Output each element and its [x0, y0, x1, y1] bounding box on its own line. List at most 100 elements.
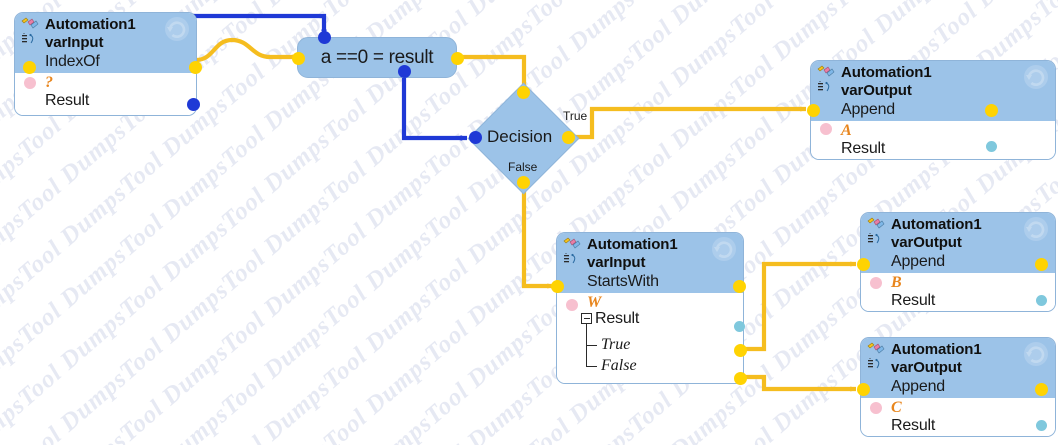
tools-icon [563, 237, 581, 249]
node-header: Automation1 varOutput Append [861, 213, 1055, 273]
list-icon [868, 358, 880, 369]
port-result-out[interactable] [986, 141, 997, 152]
wire-decision-true-to-output-a [573, 106, 807, 140]
wire-expression-to-decision-top [456, 54, 527, 91]
node-variable-letter: W [587, 294, 602, 311]
port-result-out[interactable] [187, 98, 200, 111]
port-operation-in[interactable] [807, 104, 820, 117]
port-result-out[interactable] [734, 321, 745, 332]
port-variable[interactable] [820, 123, 832, 135]
tools-icon [867, 217, 885, 229]
node-var-output-b[interactable]: Automation1 varOutput Append B Result [857, 212, 1056, 312]
port-variable[interactable] [566, 299, 578, 311]
port-result-false-out[interactable] [734, 372, 747, 385]
node-result-label: Result [891, 417, 936, 434]
node-subtitle: varOutput [841, 82, 912, 99]
refresh-icon [1024, 342, 1048, 366]
node-header: Automation1 varOutput Append [811, 61, 1055, 121]
node-variable-letter: B [891, 274, 902, 291]
node-variable-letter: A [841, 122, 852, 139]
node-var-output-c[interactable]: Automation1 varOutput Append C Result [857, 337, 1056, 437]
node-expression[interactable]: a ==0 = result [292, 31, 464, 78]
list-icon [22, 33, 34, 44]
node-operation: Append [891, 253, 945, 270]
node-operation: IndexOf [45, 53, 100, 70]
tree-child-true: True [601, 336, 631, 353]
expression-text: a ==0 = result [320, 46, 434, 68]
node-result-label: Result [841, 140, 886, 157]
node-title: Automation1 [891, 341, 982, 358]
port-decision-top[interactable] [517, 86, 530, 99]
port-expression-flow-in[interactable] [292, 52, 305, 65]
port-operation-in[interactable] [551, 280, 564, 293]
node-header: Automation1 varInput StartsWith [557, 233, 743, 293]
list-icon [564, 253, 576, 264]
wire-startswith-false-to-output-c [740, 374, 857, 392]
wire-expression-to-decision [401, 71, 468, 141]
node-subtitle: varInput [45, 34, 104, 51]
port-variable[interactable] [870, 402, 882, 414]
decision-label: Decision [487, 127, 553, 146]
node-subtitle: varOutput [891, 234, 962, 251]
list-icon [818, 81, 830, 92]
port-operation-out[interactable] [1035, 383, 1048, 396]
port-expression-out-bottom[interactable] [398, 65, 411, 78]
port-operation-out[interactable] [985, 104, 998, 117]
port-decision-false-out[interactable] [517, 176, 530, 189]
port-decision-true-out[interactable] [562, 131, 575, 144]
node-result-label: Result [891, 292, 936, 309]
port-operation-in[interactable] [23, 61, 36, 74]
refresh-icon [712, 237, 736, 261]
port-expression-in-top[interactable] [318, 31, 331, 44]
node-title: Automation1 [587, 236, 678, 253]
node-body: C Result [861, 398, 1055, 436]
tools-icon [21, 17, 39, 29]
port-variable[interactable] [870, 277, 882, 289]
port-decision-in[interactable] [469, 131, 482, 144]
tree-child-false: False [601, 357, 637, 374]
port-operation-in[interactable] [857, 383, 870, 396]
port-result-true-out[interactable] [734, 344, 747, 357]
refresh-icon [1024, 65, 1048, 89]
node-var-input-startswith[interactable]: Automation1 varInput StartsWith W Result… [551, 232, 747, 385]
decision-false-label: False [508, 160, 538, 174]
node-title: Automation1 [891, 216, 982, 233]
node-variable-letter: C [891, 399, 902, 416]
port-result-out[interactable] [1036, 420, 1047, 431]
node-title: Automation1 [841, 64, 932, 81]
node-variable-letter: ? [45, 74, 53, 91]
port-operation-out[interactable] [189, 61, 202, 74]
refresh-icon [165, 17, 189, 41]
port-variable[interactable] [24, 77, 36, 89]
port-operation-in[interactable] [857, 258, 870, 271]
wire-indexof-to-expression-flow [185, 37, 299, 63]
node-title: Automation1 [45, 16, 136, 33]
node-operation: Append [841, 101, 895, 118]
node-header: Automation1 varInput IndexOf [15, 13, 196, 73]
tools-icon [867, 342, 885, 354]
list-icon [868, 233, 880, 244]
node-result-label: Result [45, 92, 90, 109]
node-var-output-a[interactable]: Automation1 varOutput Append A Result [807, 60, 1056, 160]
node-subtitle: varOutput [891, 359, 962, 376]
port-result-out[interactable] [1036, 295, 1047, 306]
node-body: B Result [861, 273, 1055, 311]
node-operation: StartsWith [587, 273, 659, 290]
tools-icon [817, 65, 835, 77]
port-expression-flow-out[interactable] [451, 52, 464, 65]
refresh-icon [1024, 217, 1048, 241]
node-body: ? Result [15, 73, 196, 115]
tree-collapse-toggle[interactable] [581, 313, 592, 324]
wire-decision-false-to-startswith [521, 182, 554, 289]
port-operation-out[interactable] [733, 280, 746, 293]
node-subtitle: varInput [587, 254, 646, 271]
node-header: Automation1 varOutput Append [861, 338, 1055, 398]
wire-startswith-true-to-output-b [740, 261, 857, 352]
decision-true-label: True [563, 109, 588, 123]
node-operation: Append [891, 378, 945, 395]
node-body: A Result [811, 121, 1055, 159]
tree-root-label: Result [595, 310, 640, 327]
node-var-input-indexof[interactable]: Automation1 varInput IndexOf ? Result [14, 12, 202, 116]
port-operation-out[interactable] [1035, 258, 1048, 271]
